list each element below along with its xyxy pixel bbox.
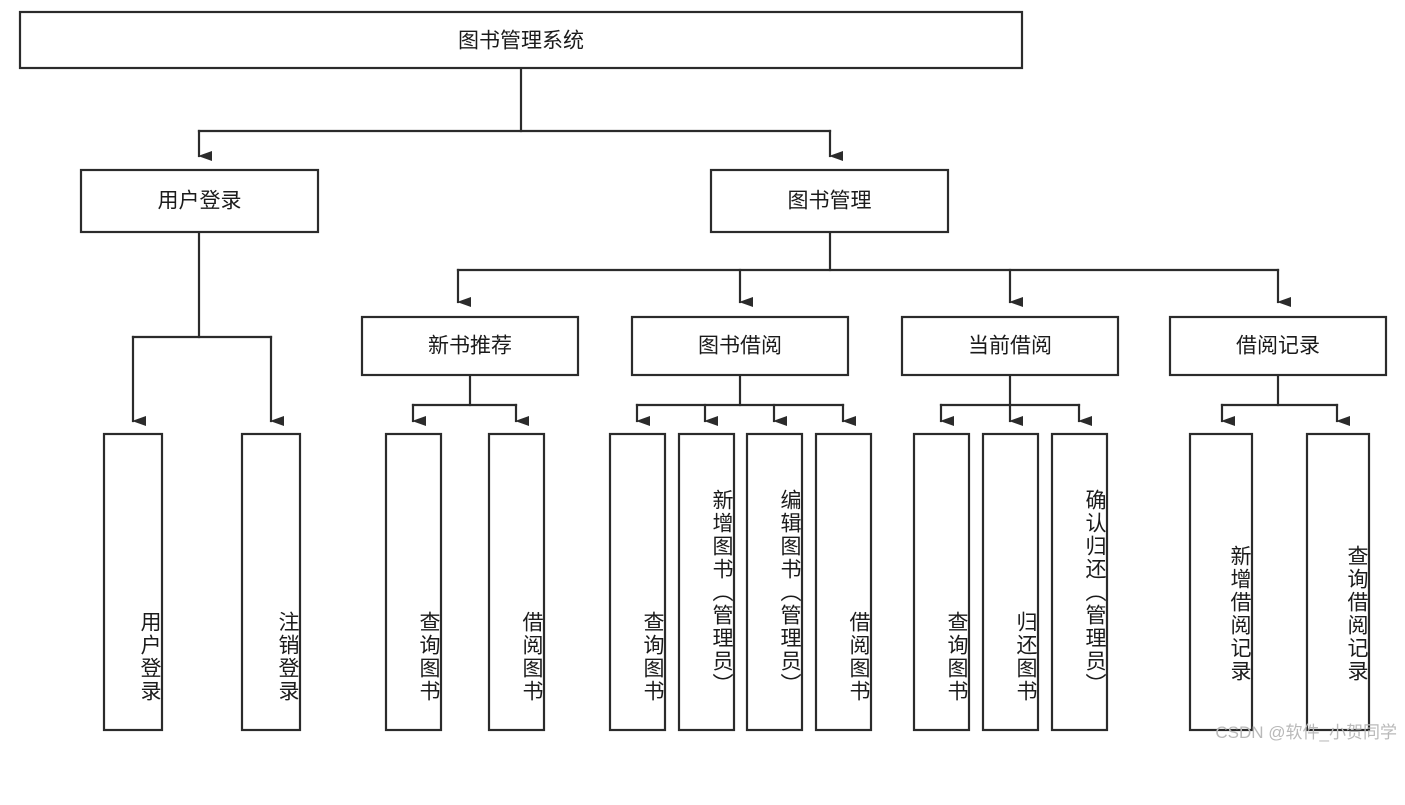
node-current-borrow[interactable]: 当前借阅 bbox=[900, 315, 1120, 377]
leaf-label-edit-book: 编辑图书（管理员） bbox=[778, 488, 801, 696]
leaf-label-return-book: 归还图书 bbox=[1014, 611, 1037, 703]
connector-borrowrecord-to-leaves bbox=[1220, 373, 1350, 426]
node-book-manage-label: 图书管理 bbox=[788, 190, 872, 213]
leaf-label-borrow-book-2: 借阅图书 bbox=[847, 611, 870, 703]
node-user-login[interactable]: 用户登录 bbox=[79, 168, 320, 234]
connector-userlogin-to-leaves bbox=[131, 230, 284, 426]
node-current-borrow-label: 当前借阅 bbox=[968, 335, 1052, 358]
leaf-label-query-book-3: 查询图书 bbox=[945, 611, 968, 703]
connector-bookmanage-to-level3 bbox=[456, 230, 1291, 307]
diagram-svg: 图书管理系统 用户登录 图书管理 新书推荐 图书借阅 当前借阅 借阅记录 bbox=[18, 10, 1388, 732]
connector-bookborrow-to-leaves bbox=[635, 373, 856, 426]
leaf-rect-query-book-2[interactable] bbox=[608, 432, 667, 732]
leaf-label-add-book: 新增图书（管理员） bbox=[710, 488, 733, 696]
leaf-rect-edit-book[interactable] bbox=[745, 432, 804, 732]
leaf-rect-return-book[interactable] bbox=[981, 432, 1040, 732]
leaf-label-query-book-1: 查询图书 bbox=[417, 611, 440, 703]
node-root[interactable]: 图书管理系统 bbox=[18, 10, 1024, 70]
leaf-rects bbox=[102, 432, 1371, 732]
connector-newbook-to-leaves bbox=[411, 373, 529, 426]
leaf-label-borrow-book-1: 借阅图书 bbox=[520, 611, 543, 703]
leaf-rect-borrow-book-1[interactable] bbox=[487, 432, 546, 732]
leaf-rect-query-record[interactable] bbox=[1305, 432, 1371, 732]
node-user-login-label: 用户登录 bbox=[158, 190, 242, 213]
node-book-manage[interactable]: 图书管理 bbox=[709, 168, 950, 234]
node-borrow-record[interactable]: 借阅记录 bbox=[1168, 315, 1388, 377]
leaf-label-user-login: 用户登录 bbox=[138, 611, 161, 703]
connector-currentborrow-to-leaves bbox=[939, 373, 1092, 426]
leaf-label-logout-login: 注销登录 bbox=[276, 611, 299, 703]
leaf-rect-user-login[interactable] bbox=[102, 432, 164, 732]
connector-root-to-level2 bbox=[197, 66, 843, 161]
leaf-rect-query-book-3[interactable] bbox=[912, 432, 971, 732]
node-book-borrow[interactable]: 图书借阅 bbox=[630, 315, 850, 377]
leaf-label-query-book-2: 查询图书 bbox=[641, 611, 664, 703]
node-new-book-recommend[interactable]: 新书推荐 bbox=[360, 315, 580, 377]
leaf-label-add-record: 新增借阅记录 bbox=[1228, 545, 1251, 683]
leaf-label-confirm-return: 确认归还（管理员） bbox=[1083, 488, 1106, 696]
leaf-label-query-record: 查询借阅记录 bbox=[1345, 545, 1368, 683]
leaf-rect-borrow-book-2[interactable] bbox=[814, 432, 873, 732]
leaf-rect-query-book-1[interactable] bbox=[384, 432, 443, 732]
node-borrow-record-label: 借阅记录 bbox=[1236, 335, 1320, 358]
leaf-rect-add-record[interactable] bbox=[1188, 432, 1254, 732]
node-new-book-recommend-label: 新书推荐 bbox=[428, 335, 512, 358]
diagram-canvas: 图书管理系统 用户登录 图书管理 新书推荐 图书借阅 当前借阅 借阅记录 bbox=[18, 10, 1397, 742]
leaf-rect-confirm-return[interactable] bbox=[1050, 432, 1109, 732]
leaf-rect-add-book[interactable] bbox=[677, 432, 736, 732]
node-book-borrow-label: 图书借阅 bbox=[698, 335, 782, 358]
leaf-rect-logout-login[interactable] bbox=[240, 432, 302, 732]
node-root-label: 图书管理系统 bbox=[458, 30, 584, 53]
